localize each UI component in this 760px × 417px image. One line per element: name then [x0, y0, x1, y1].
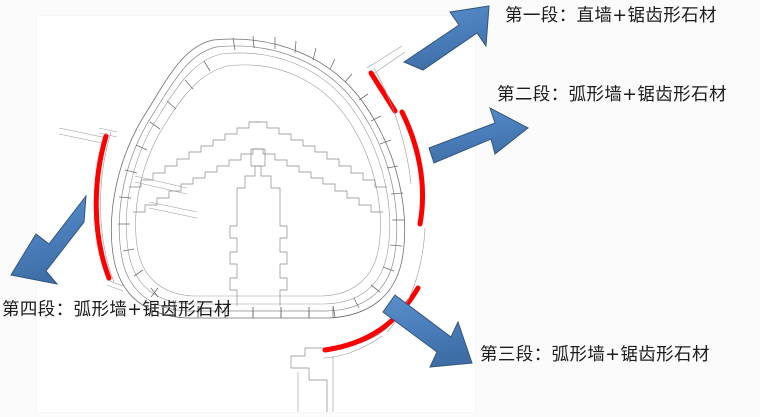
red-segment-4 [93, 133, 112, 281]
callout-label-segment-1: 第一段：直墙+锯齿形石材 [505, 6, 717, 26]
leader-lines [58, 45, 406, 219]
inner-wall-outline [135, 64, 381, 297]
floor-plan-image-panel: .ln{fill:none;stroke:#6f6f6f;stroke-widt… [37, 16, 475, 412]
stone-panel-joints [118, 35, 404, 318]
interior-sawtooth-walls [129, 121, 387, 306]
floor-plan-drawing: .ln{fill:none;stroke:#6f6f6f;stroke-widt… [58, 35, 426, 412]
outer-facade-outline [110, 38, 406, 319]
callout-label-segment-2: 第二段：弧形墙+锯齿形石材 [497, 85, 727, 105]
left-arc-ticks [98, 127, 124, 292]
red-segment-2 [399, 109, 426, 227]
callout-label-segment-3: 第三段：弧形墙+锯齿形石材 [480, 345, 710, 365]
bottom-stepped-appendage [290, 325, 390, 412]
callout-label-segment-4: 第四段：弧形墙+锯齿形石材 [2, 300, 232, 320]
bottom-panel-boxes [150, 287, 334, 318]
